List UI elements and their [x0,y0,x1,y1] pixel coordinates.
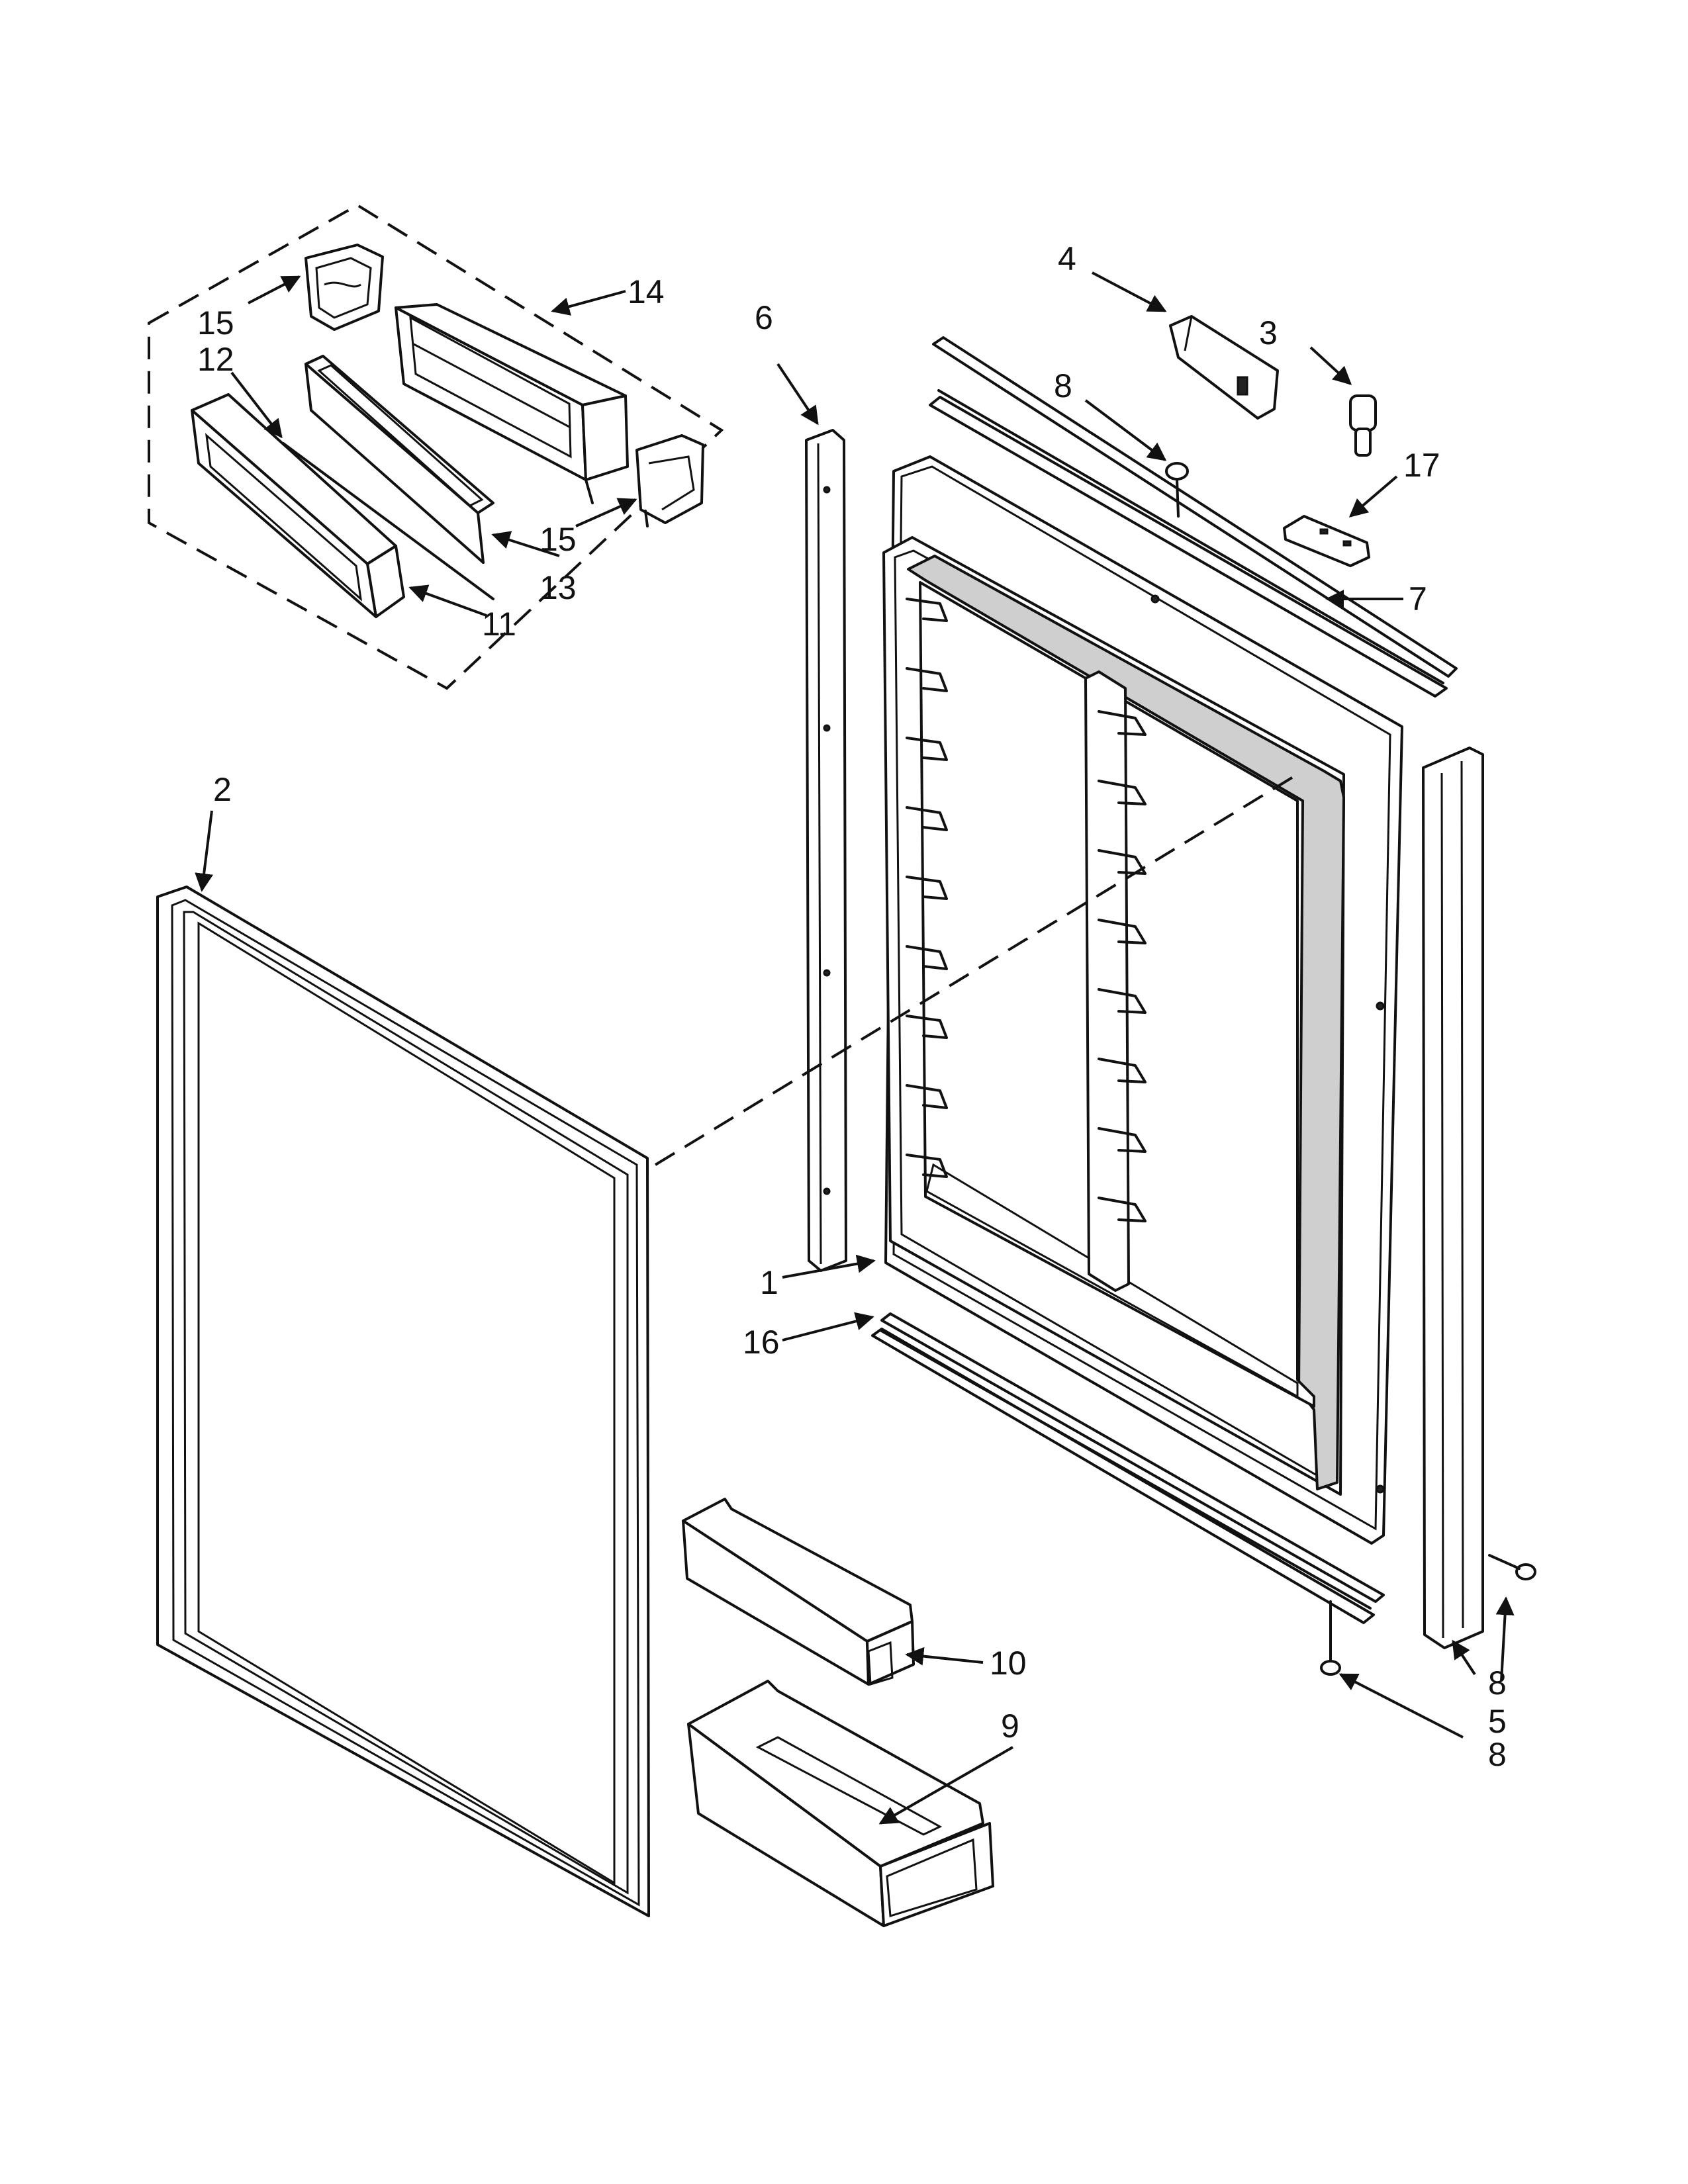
callout-13: 13 [539,569,577,606]
kit-boundary [148,203,724,690]
part-17-hinge-bracket [1283,515,1370,567]
part-8-screw-bottom [1320,1600,1341,1676]
callout-14: 14 [628,273,665,310]
callout-2: 2 [213,771,232,808]
part-2-door-gasket [156,886,650,1917]
part-3-hinge-pin [1349,394,1377,457]
callout-labels: 14 15 12 15 13 11 6 4 3 8 17 7 2 1 16 10… [197,240,1507,1773]
part-15-support-upper [305,244,384,331]
callout-8-side: 8 [1488,1664,1507,1702]
leader-lines [195,271,1515,1825]
callout-11: 11 [482,606,516,643]
part-9-door-bin-large [687,1680,994,1927]
callout-8-top: 8 [1054,367,1072,404]
left-shelf-hooks [906,598,948,1178]
assembly-line [654,773,1299,1166]
part-13-glass-frame [305,355,494,564]
part-11-drawer-front [191,393,405,618]
callout-12: 12 [197,341,234,378]
callout-15-upper: 15 [197,304,234,341]
part-8-screw-side [1488,1554,1536,1580]
callout-7: 7 [1409,580,1427,617]
part-15-support-lower [635,434,704,527]
part-6-door-trim-left [805,429,847,1272]
callout-9: 9 [1001,1707,1019,1745]
callout-1: 1 [760,1264,778,1301]
callout-17: 17 [1403,447,1440,484]
part-12-gasket [282,442,494,600]
callout-15-lower: 15 [539,521,577,558]
part-10-door-bin-small [682,1498,915,1686]
part-8-screw-top [1165,462,1189,518]
part-14-drawer-bin [395,303,629,504]
callout-6: 6 [755,299,773,336]
part-1-door-liner [882,455,1403,1545]
callout-4: 4 [1058,240,1076,277]
part-16-bottom-trim [871,1312,1385,1624]
part-5-door-trim-right [1422,747,1484,1649]
callout-10: 10 [990,1645,1027,1682]
callout-16: 16 [743,1324,780,1361]
callout-8-bottom: 8 [1488,1736,1507,1773]
part-4-hinge-cover [1169,315,1279,420]
center-shelf-rail [1084,670,1147,1292]
callout-5: 5 [1488,1703,1507,1740]
callout-3: 3 [1259,314,1278,351]
